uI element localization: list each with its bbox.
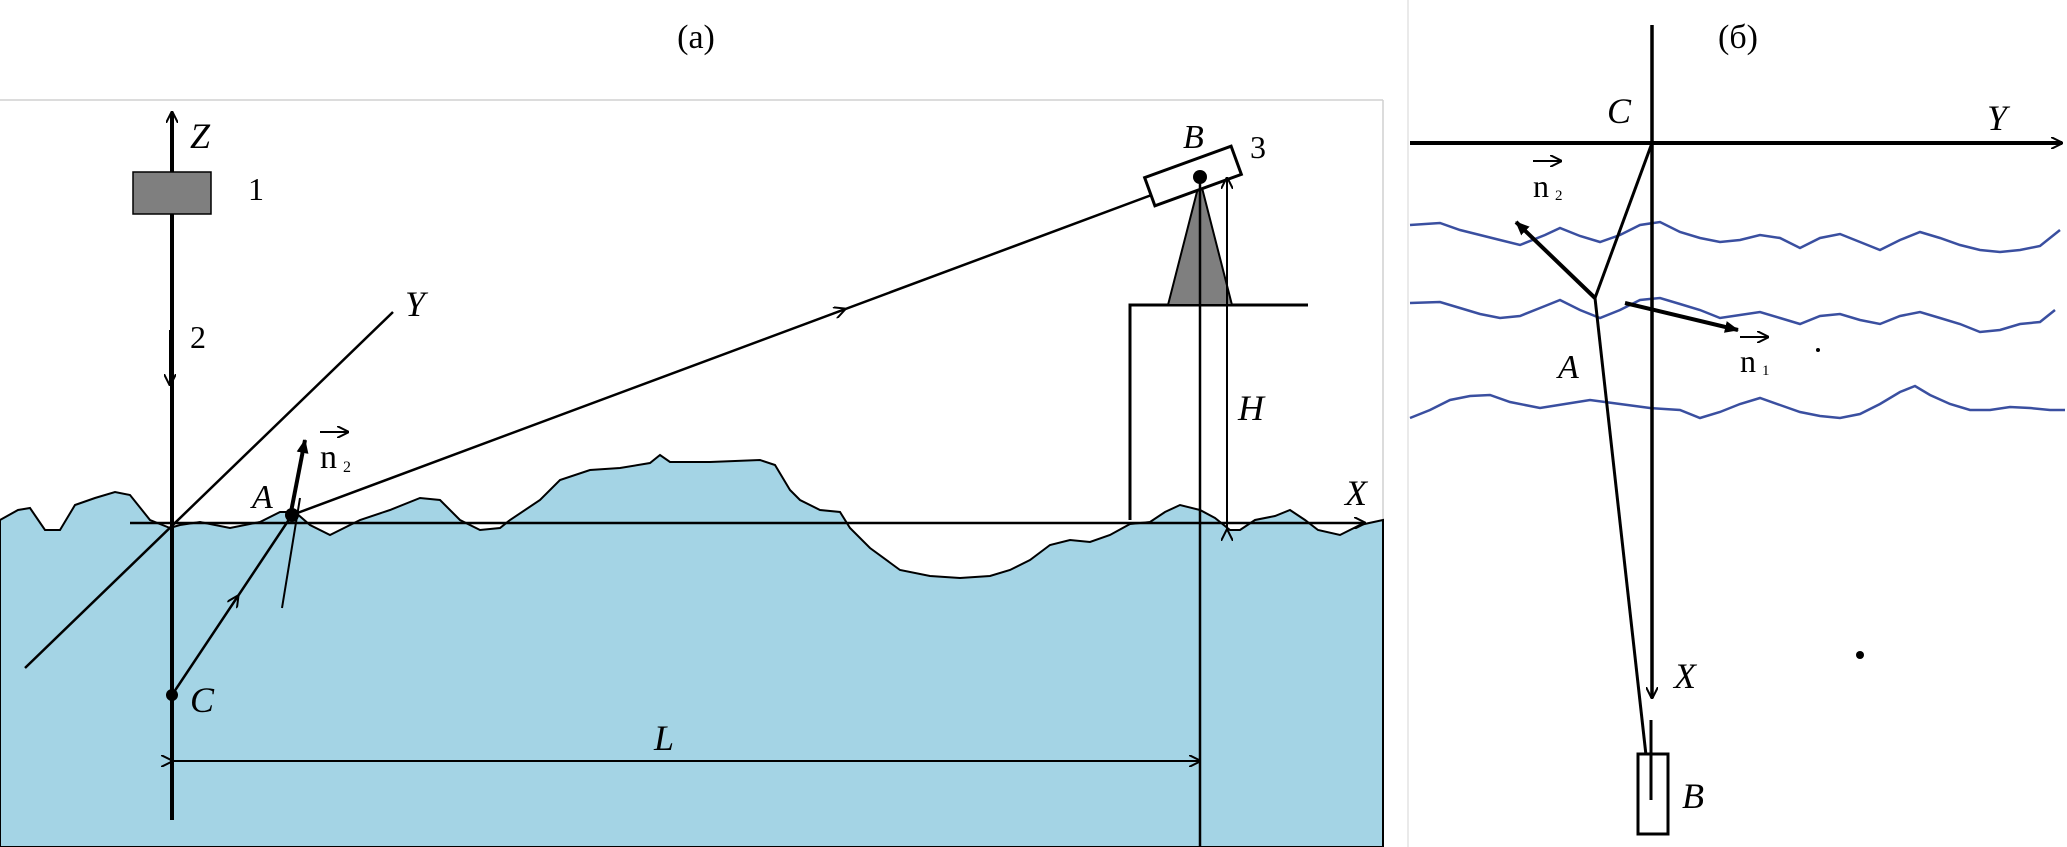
ray-a-to-b-b	[1593, 297, 1653, 801]
label-a-a: A	[250, 479, 273, 516]
label-x-a: X	[1343, 473, 1369, 513]
wave-line-1	[1409, 220, 2061, 254]
label-2: 2	[190, 319, 206, 355]
ray-c-to-a-b	[1593, 142, 1654, 299]
panel-a: (a) Z 1 2 Y A n 2 C L H B 3 X	[0, 19, 1384, 847]
label-h: H	[1237, 388, 1266, 428]
n2-vector-a	[289, 439, 309, 513]
platform	[1128, 303, 1308, 520]
n1-vector-b	[1624, 301, 1739, 333]
label-b-a: B	[1183, 119, 1204, 156]
label-y-a: Y	[405, 284, 429, 324]
n2-vector-b	[1514, 220, 1597, 300]
panel-b: (б) C Y n 2 A n 1 X B	[1407, 0, 2065, 847]
label-n1-b-sub: 1	[1762, 363, 1770, 379]
ray-a-to-b	[291, 175, 1201, 517]
label-a-b: A	[1556, 349, 1579, 386]
wave-line-2	[1409, 296, 2056, 334]
camera-3	[1142, 144, 1244, 208]
label-n2-a: n	[320, 439, 337, 476]
label-n2-b: n	[1533, 168, 1549, 204]
panel-b-title: (б)	[1718, 19, 1758, 56]
dot-2	[1856, 651, 1864, 659]
label-c-b: C	[1607, 91, 1632, 131]
label-z-a: Z	[190, 116, 211, 156]
label-y-b: Y	[1987, 98, 2011, 138]
ray-a-to-b-arrow	[799, 309, 845, 327]
panel-a-title: (a)	[677, 19, 715, 56]
label-x-b: X	[1672, 656, 1698, 696]
label-c-a: C	[190, 680, 215, 720]
label-b-b: B	[1682, 776, 1704, 816]
ray-c-to-a-arrow	[209, 596, 238, 639]
label-3: 3	[1250, 129, 1266, 165]
wave-line-3	[1409, 384, 2065, 420]
y-axis-a	[24, 311, 394, 669]
point-b	[1193, 170, 1207, 184]
water-surface	[0, 453, 1384, 847]
dot-1	[1816, 348, 1820, 352]
label-l: L	[653, 718, 674, 758]
box-1	[132, 171, 212, 215]
point-a	[285, 508, 299, 522]
point-c	[166, 689, 178, 701]
label-n1-b: n	[1740, 343, 1756, 379]
label-n2-b-sub: 2	[1555, 188, 1563, 204]
label-1: 1	[248, 171, 264, 207]
camera-b	[1636, 752, 1670, 836]
label-n2-a-sub: 2	[343, 459, 351, 476]
